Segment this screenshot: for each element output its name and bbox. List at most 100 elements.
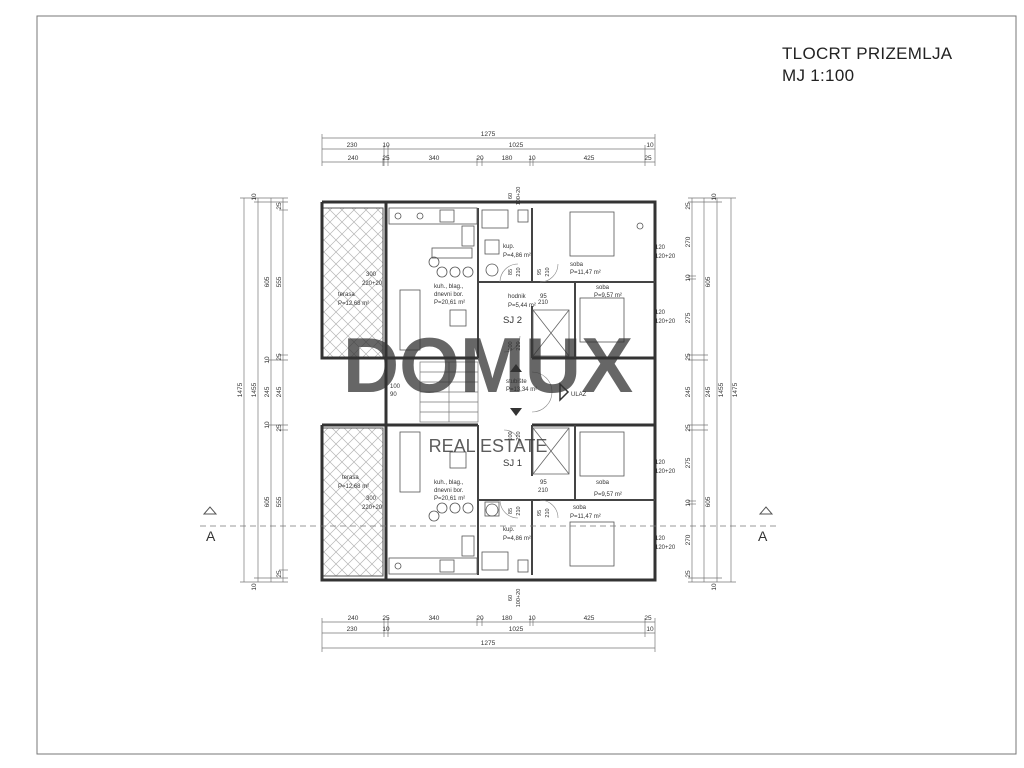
furniture-sj2	[388, 207, 644, 351]
sink-icon	[439, 559, 455, 573]
living-area: P=20,61 m²	[434, 496, 465, 502]
small-vertical-labels: 60 100+20 60 100+20 85 210 95 210 100 22…	[508, 187, 551, 608]
bot-stack-100: 100+20	[516, 589, 522, 608]
living-area: P=20,61 m²	[434, 300, 465, 306]
living-line1: kuh., blag.,	[434, 480, 464, 486]
left-door-h: 90	[390, 392, 397, 398]
bed-icon	[569, 211, 615, 257]
kitchen-counter	[388, 557, 478, 575]
door-210-sj2a: 210	[516, 267, 522, 276]
living-line1: kuh., blag.,	[434, 284, 464, 290]
dim-bot-total: 1275	[481, 640, 496, 647]
soba1-area: P=11,47 m²	[570, 270, 601, 276]
left-door-w: 100	[390, 384, 401, 390]
dim-bot-425: 425	[584, 615, 595, 622]
dim-bot-25a: 25	[382, 615, 390, 622]
dim-top-240: 240	[348, 155, 359, 162]
dim-right-25c: 25	[685, 202, 692, 210]
dim-bot-10: 10	[528, 615, 536, 622]
bed-icon	[579, 297, 625, 343]
dim-bot-1025: 1025	[509, 626, 524, 633]
dim-left-605b: 605	[264, 496, 271, 507]
bottom-dimension-texts: 240 25 340 20 180 10 425 25 230 10 1025 …	[347, 615, 654, 647]
dim-top-20: 20	[476, 155, 484, 162]
building-walls	[320, 200, 657, 582]
door-100-sj1: 100	[508, 431, 514, 440]
section-marker-right-icon	[758, 506, 774, 515]
soba1-name: soba	[570, 262, 584, 268]
dim-bot-10a: 10	[382, 626, 390, 633]
stair-area: P=13,34 m²	[506, 387, 537, 393]
unit-label-sj2: SJ 2	[503, 315, 522, 326]
dim-right-245: 245	[705, 386, 712, 397]
sofa	[399, 289, 421, 351]
window-w1: 120	[655, 245, 666, 251]
soba2-name: soba	[596, 285, 610, 291]
dim-bot-230: 230	[347, 626, 358, 633]
plan-title: TLOCRT PRIZEMLJA	[782, 44, 953, 63]
dim-left-total: 1475	[237, 382, 244, 397]
dim-right-10c: 10	[711, 193, 718, 201]
door-210-sj1b: 210	[545, 508, 551, 517]
dim-left-25c: 25	[276, 202, 283, 210]
chair-icon	[462, 502, 474, 514]
door-220-sj1: 220	[516, 431, 522, 440]
nightstand-icon	[636, 222, 644, 230]
stove-icon	[394, 562, 402, 570]
dim-bot-20: 20	[476, 615, 484, 622]
dim-top-1025: 1025	[509, 142, 524, 149]
dim-left-25d: 25	[276, 570, 283, 578]
plan-scale: MJ 1:100	[782, 66, 855, 85]
left-dimension-texts: 1475 1455 605 245 605 555 25 245 25 555 …	[237, 193, 283, 591]
door-95-sj2b: 95	[537, 269, 543, 275]
dim-top-340: 340	[429, 155, 440, 162]
dim-bot-25b: 25	[644, 615, 652, 622]
dim-right-605b: 605	[705, 496, 712, 507]
dim-bot-340: 340	[429, 615, 440, 622]
door-210-sj2b: 210	[545, 267, 551, 276]
door-95: 95	[540, 480, 547, 486]
dim-top-10a: 10	[382, 142, 390, 149]
dim-left-605a: 605	[264, 276, 271, 287]
dim-right-10d: 10	[711, 583, 718, 591]
window-h2: 120+20	[655, 545, 676, 551]
dim-right-275a: 275	[685, 312, 692, 323]
dining-bench	[431, 247, 473, 259]
stair-arrows	[510, 364, 522, 416]
soba1-name: soba	[596, 480, 610, 486]
dim-right-270b: 270	[685, 534, 692, 545]
dim-right-275b: 275	[685, 457, 692, 468]
door-210: 210	[538, 300, 549, 306]
bed-icon	[569, 521, 615, 567]
washer-icon	[485, 263, 499, 277]
dim-bot-10b: 10	[646, 626, 654, 633]
door-85-sj1: 85	[508, 508, 514, 514]
terasa-opening-h: 220+20	[362, 505, 383, 511]
window-w2: 120	[655, 536, 666, 542]
dim-bot-180: 180	[502, 615, 513, 622]
kup-name: kup.	[503, 244, 515, 250]
interior-walls	[477, 208, 655, 575]
dim-bot-240: 240	[348, 615, 359, 622]
bot-stack-60: 60	[508, 595, 514, 601]
soba2-area: P=9,57 m²	[594, 293, 622, 299]
door-220-sj2: 220	[516, 341, 522, 350]
top-stack-100: 100+20	[516, 187, 522, 206]
top-dimension-texts: 1275 230 10 1025 10 240 25 340 20 180 10…	[347, 131, 654, 162]
dim-left-555a: 555	[276, 276, 283, 287]
watermark-sub: REAL ESTATE	[429, 436, 548, 456]
stair-name: stubište	[506, 379, 527, 385]
staircase	[419, 361, 479, 423]
kup-area: P=4,86 m²	[503, 253, 531, 259]
terasa-opening-h: 220+20	[362, 281, 383, 287]
fridge	[461, 225, 475, 247]
watermark-main: DOMUX	[343, 321, 633, 409]
dim-left-555b: 555	[276, 496, 283, 507]
shower-sj1	[481, 551, 509, 571]
dim-right-10b: 10	[685, 499, 692, 507]
dim-left-245b: 245	[276, 386, 283, 397]
chair-icon	[428, 510, 440, 522]
sofa	[399, 431, 421, 493]
